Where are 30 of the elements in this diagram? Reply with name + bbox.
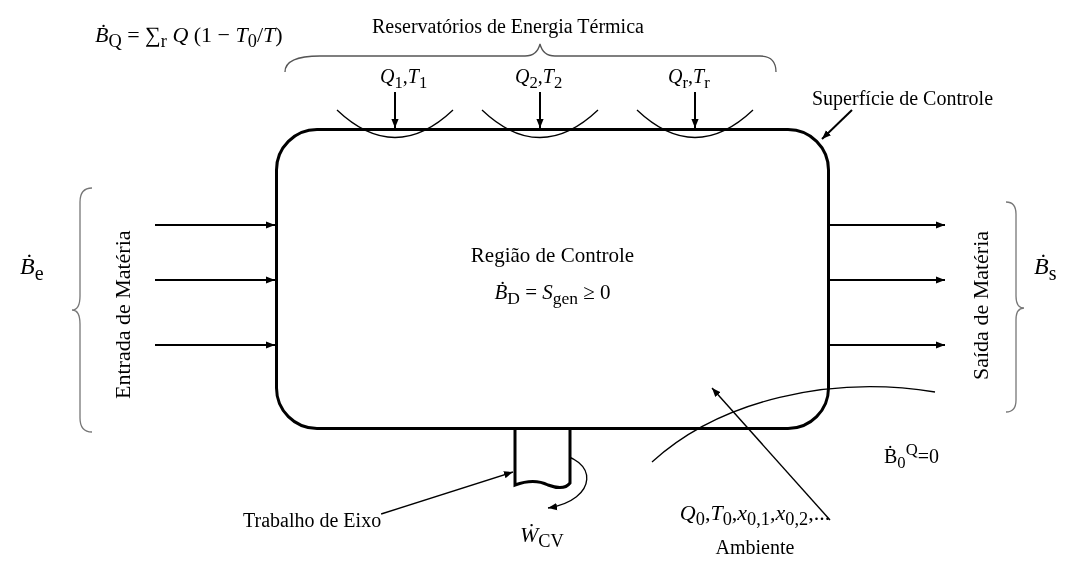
inlet-label: Entrada de Matéria xyxy=(110,229,136,402)
arrow xyxy=(154,221,276,229)
arrow xyxy=(691,91,699,129)
arrow xyxy=(829,341,946,349)
control-region-box xyxy=(275,128,830,430)
arrow xyxy=(711,387,831,521)
shaft-work-label: Trabalho de Eixo xyxy=(243,508,382,532)
arrow xyxy=(821,109,853,140)
exergy-symbol: Ḃ$_{s}$ xyxy=(1034,252,1057,285)
arrow xyxy=(391,91,399,129)
region-title: Região de Controle xyxy=(470,243,635,268)
equation: Ḃ$_{0}$$^{Q}$=0 xyxy=(884,440,939,473)
arrow xyxy=(380,471,514,515)
exergy-symbol: Ḃ$_{e}$ xyxy=(20,252,44,285)
arrow xyxy=(154,341,276,349)
ambient-label: Q$_{0}$,T$_{0}$,x$_{0,1}$,x$_{0,2}$,... xyxy=(679,500,831,532)
arrow xyxy=(154,276,276,284)
work-symbol: Ẇ$_{CV}$ xyxy=(520,522,564,554)
heat-label: Q$_{1}$,T$_{1}$ xyxy=(380,64,428,93)
equation: Ḃ$_{Q}$ = ∑$_{r}$ Q (1 − T$_{0}$/T) xyxy=(95,22,283,54)
heat-label: Q$_{r}$,T$_{r}$ xyxy=(668,64,710,93)
surface-label: Superfície de Controle xyxy=(812,86,994,110)
ambient-label: Ambiente xyxy=(715,535,795,560)
arrow xyxy=(829,221,946,229)
outlet-label: Saída de Matéria xyxy=(968,229,994,382)
heat-label: Q$_{2}$,T$_{2}$ xyxy=(515,64,563,93)
arrow xyxy=(829,276,946,284)
arrow xyxy=(536,91,544,129)
reservoir-heading: Reservatórios de Energia Térmica xyxy=(372,14,644,38)
equation: Ḃ$_{D}$ = S$_{gen}$ ≥ 0 xyxy=(494,280,611,310)
